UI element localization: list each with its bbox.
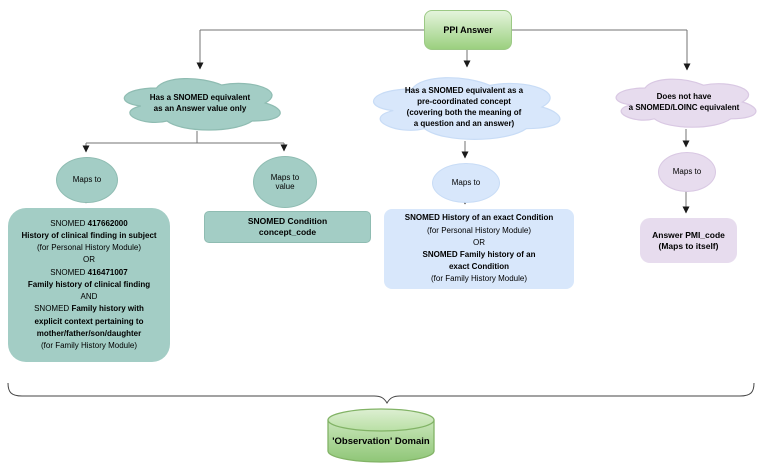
node-ppi-answer: PPI Answer: [424, 10, 512, 50]
result-line: mother/father/son/daughter: [36, 328, 142, 338]
result-line: SNOMED 416471007: [50, 267, 128, 277]
result-line: SNOMED Family history of an exact Condit…: [422, 250, 536, 272]
result-line: SNOMED 417662000: [50, 218, 128, 228]
result-line: History of clinical finding in subject: [21, 231, 157, 241]
box-snomed-condition-concept-code: SNOMED Condition concept_code: [204, 211, 371, 243]
ellipse-label: Maps to value: [270, 172, 300, 192]
ellipse-maps-to-right: Maps to: [658, 152, 716, 192]
node-observation-domain: 'Observation' Domain: [326, 407, 436, 464]
result-line: Family history of clinical finding: [27, 279, 151, 289]
result-line: (for Personal History Module): [36, 243, 142, 253]
result-line: (for Family History Module): [430, 274, 527, 284]
database-cylinder-icon: [327, 408, 435, 463]
result-line: AND: [80, 292, 98, 302]
cylinder-label: 'Observation' Domain: [332, 435, 430, 447]
ellipse-maps-to-middle: Maps to: [432, 163, 500, 203]
ellipse-maps-to-left: Maps to: [56, 157, 118, 203]
box-label: SNOMED Condition concept_code: [247, 216, 328, 237]
result-line: (for Personal History Module): [426, 225, 532, 235]
box-label: Answer PMI_code (Maps to itself): [652, 229, 725, 251]
ellipse-label: Maps to: [451, 178, 481, 188]
grouping-brace: [7, 382, 755, 404]
result-line: OR: [473, 237, 485, 247]
node-ppi-answer-label: PPI Answer: [443, 25, 493, 35]
box-snomed-history-codes: SNOMED 417662000 History of clinical fin…: [8, 208, 170, 362]
ellipse-label: Maps to: [672, 167, 702, 177]
result-line: SNOMED Family history with: [34, 304, 144, 314]
result-line: SNOMED History of an exact Condition: [404, 213, 554, 223]
box-snomed-exact-condition: SNOMED History of an exact Condition (fo…: [384, 209, 574, 289]
ellipse-label: Maps to: [72, 175, 102, 185]
result-line: explicit context pertaining to: [34, 316, 144, 326]
result-line: (for Family History Module): [40, 340, 137, 350]
box-answer-pmi-code: Answer PMI_code (Maps to itself): [640, 218, 737, 263]
ellipse-maps-to-value: Maps to value: [253, 156, 317, 208]
result-line: OR: [83, 255, 95, 265]
